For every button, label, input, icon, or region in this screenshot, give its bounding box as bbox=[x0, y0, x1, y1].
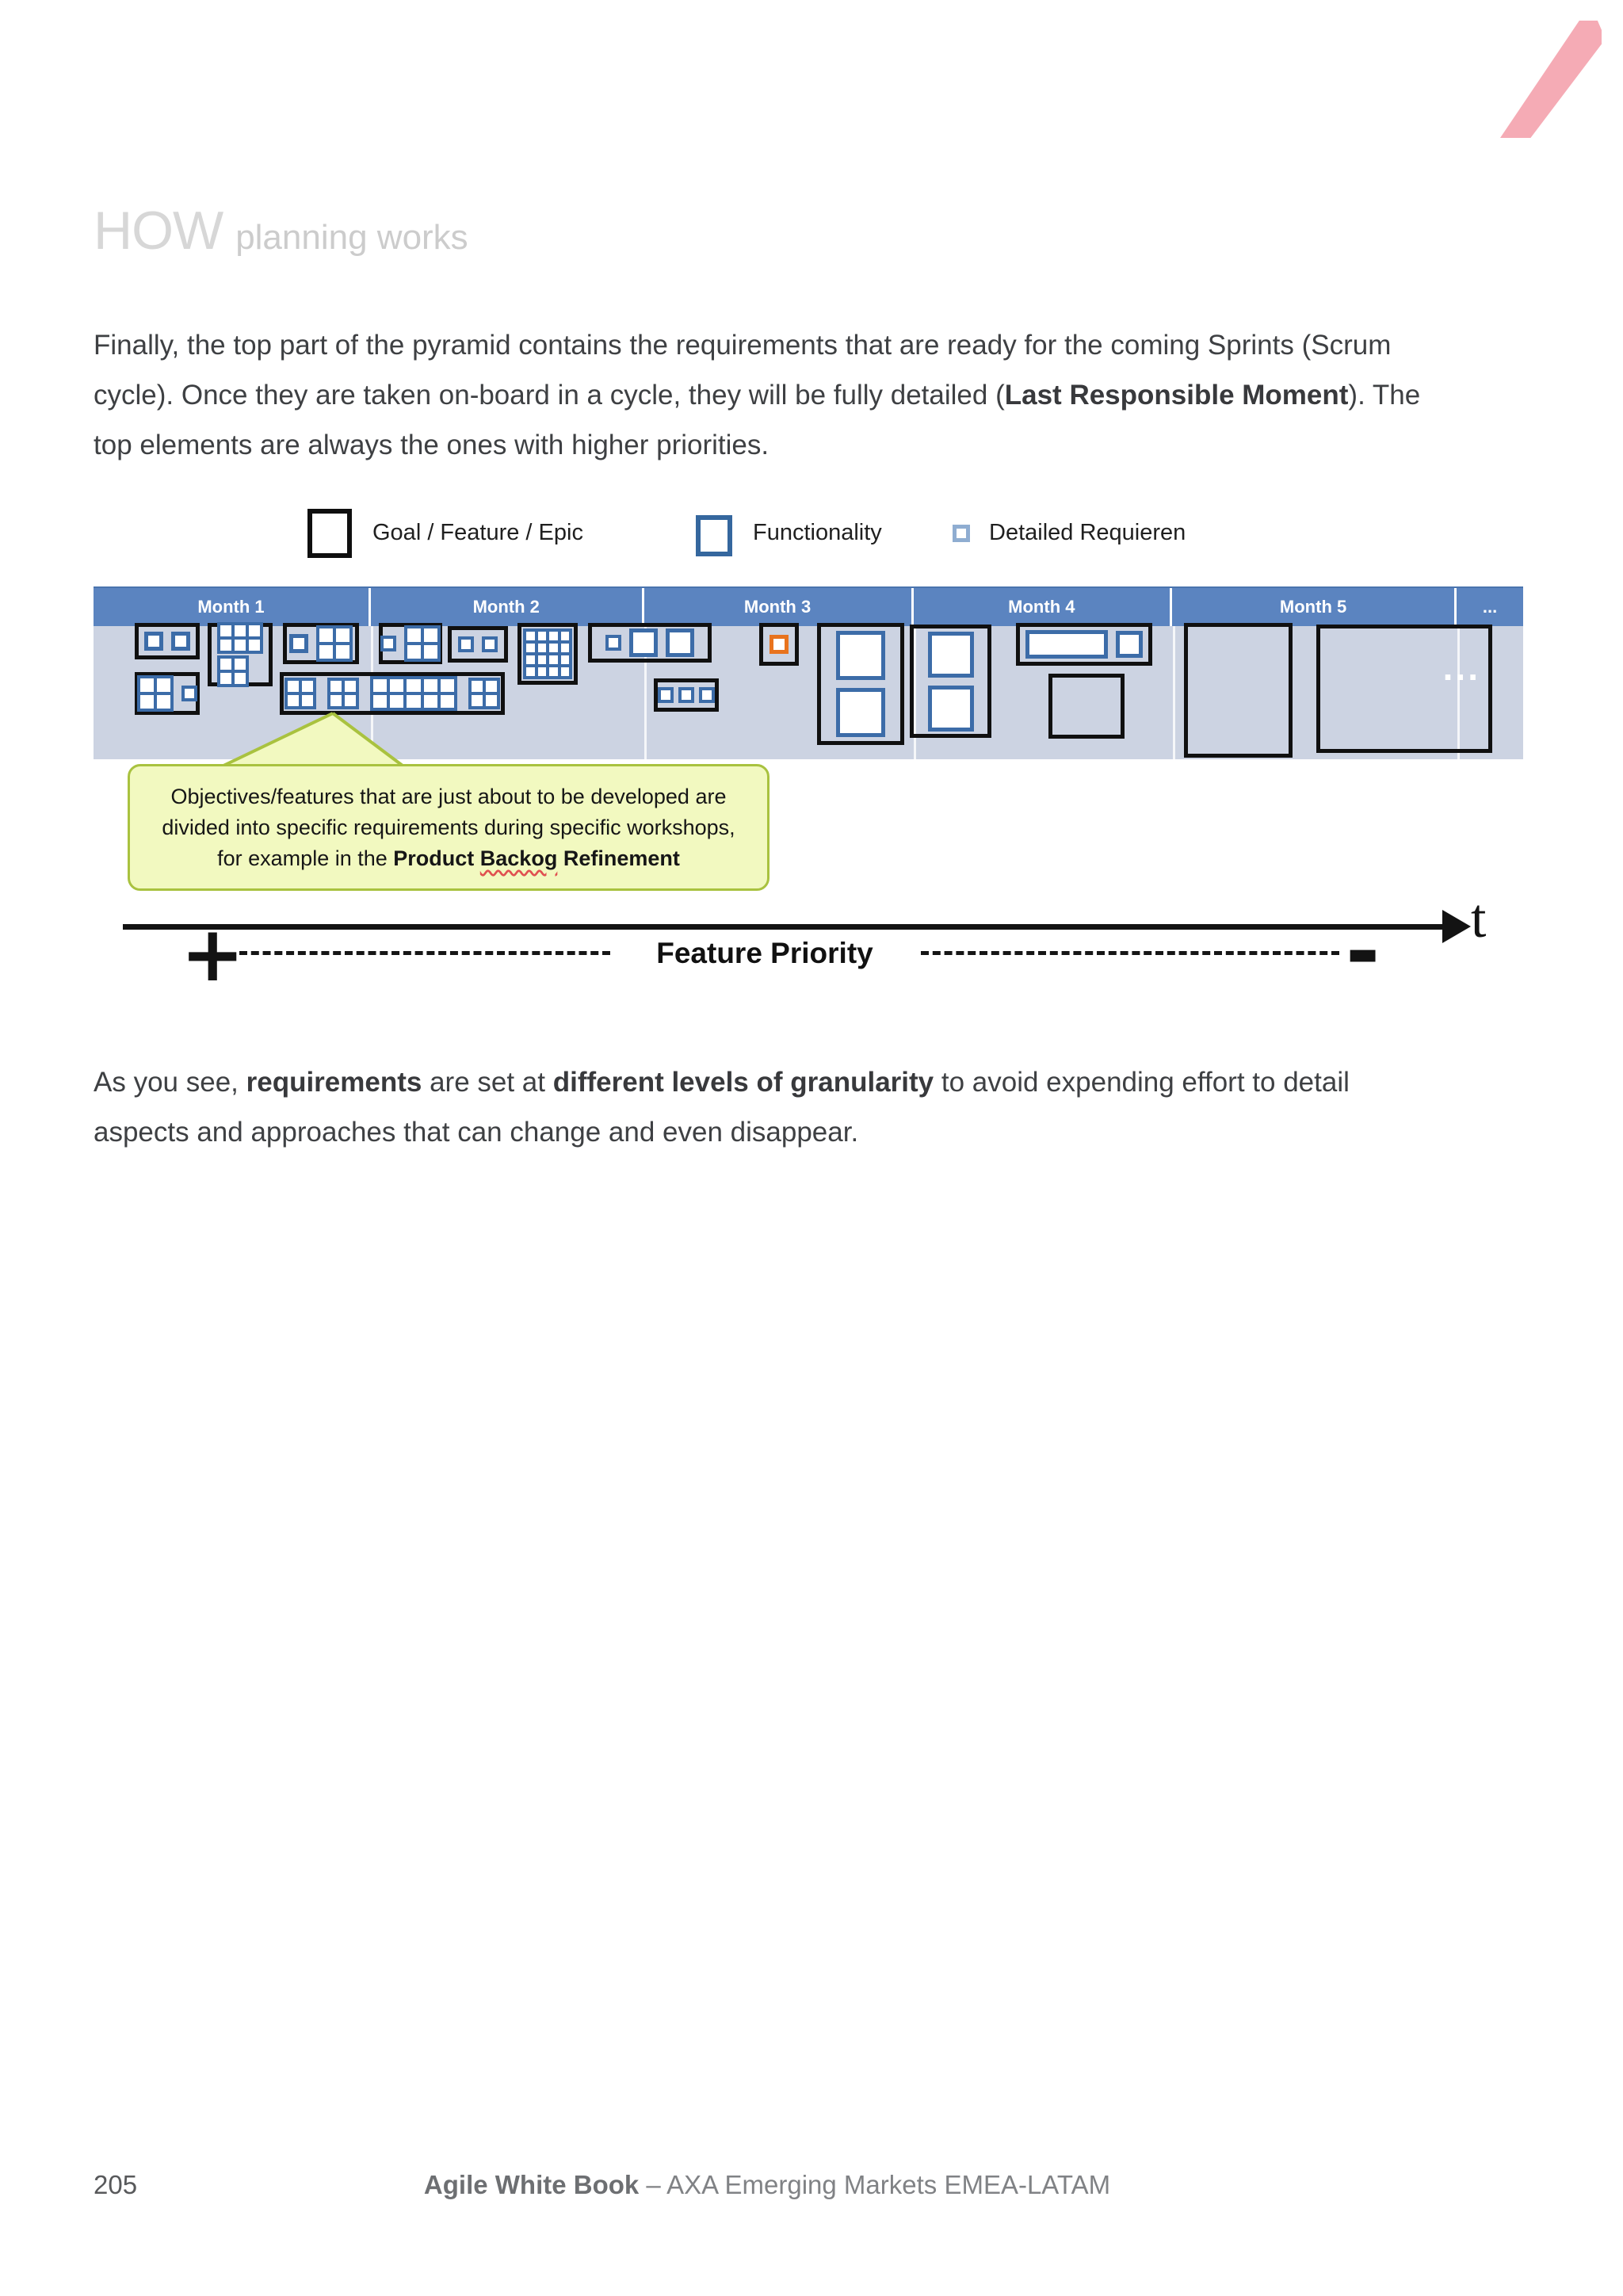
legend-functionality-label: Functionality bbox=[753, 520, 882, 545]
legend-goal-epic-swatch bbox=[307, 509, 352, 558]
month-separator bbox=[644, 626, 647, 759]
summary-bold-granularity: different levels of granularity bbox=[552, 1067, 934, 1098]
detailed-requirement-square bbox=[458, 636, 474, 652]
month-separator bbox=[1457, 626, 1460, 759]
detailed-requirement-square bbox=[658, 687, 674, 703]
time-axis-line bbox=[123, 924, 1453, 930]
epic-box bbox=[588, 623, 712, 663]
detailed-requirement-square bbox=[678, 687, 694, 703]
intro-paragraph: Finally, the top part of the pyramid con… bbox=[94, 320, 1445, 470]
summary-text-3: to avoid expending effort to detail aspe… bbox=[94, 1067, 1350, 1148]
functionality-square bbox=[666, 628, 694, 657]
time-axis-t-label: t bbox=[1471, 888, 1487, 949]
corner-slash-decoration bbox=[1500, 21, 1602, 138]
callout-misspelled-backog: Backog bbox=[479, 846, 558, 870]
footer-text: Agile White Book – AXA Emerging Markets … bbox=[94, 2170, 1441, 2200]
detailed-requirement-square bbox=[144, 632, 163, 651]
month-2-header: Month 2 bbox=[371, 588, 644, 626]
detailed-requirement-square bbox=[699, 687, 715, 703]
month-3-header: Month 3 bbox=[644, 588, 914, 626]
legend-detailed-requirement-label: Detailed Requieren bbox=[989, 520, 1186, 545]
requirement-grid bbox=[327, 678, 359, 709]
month-1-header: Month 1 bbox=[94, 588, 371, 626]
functionality-square bbox=[1116, 631, 1143, 658]
detailed-requirement-square bbox=[482, 636, 498, 652]
highlighted-requirement-square bbox=[769, 635, 789, 654]
epic-box-highlighted bbox=[759, 623, 799, 666]
callout-bold-product: Product bbox=[393, 846, 480, 870]
month-5-header: Month 5 bbox=[1172, 588, 1457, 626]
epic-box-empty bbox=[1184, 623, 1293, 758]
legend-detailed-requirement-swatch bbox=[953, 525, 970, 542]
detailed-requirement-square bbox=[380, 636, 396, 651]
epic-box-wide bbox=[280, 672, 505, 715]
epic-box-empty bbox=[1048, 674, 1125, 739]
requirement-grid bbox=[523, 628, 572, 679]
epic-box bbox=[1016, 623, 1152, 666]
epic-box bbox=[517, 623, 578, 685]
legend-goal-epic-label: Goal / Feature / Epic bbox=[372, 520, 583, 545]
intro-text-1: Finally, the top part of the pyramid con… bbox=[94, 330, 1392, 411]
summary-text-1: As you see, bbox=[94, 1067, 246, 1098]
month-4-header: Month 4 bbox=[914, 588, 1173, 626]
epic-box bbox=[448, 626, 508, 663]
functionality-square bbox=[836, 631, 885, 680]
requirement-grid bbox=[316, 625, 353, 662]
functionality-square bbox=[927, 685, 974, 732]
detailed-requirement-square bbox=[289, 634, 308, 653]
months-more-header: ... bbox=[1482, 597, 1498, 617]
intro-text-2: ). The top elements are always the ones … bbox=[94, 380, 1421, 460]
functionality-square bbox=[629, 628, 658, 657]
priority-minus-sign: - bbox=[1346, 903, 1381, 999]
priority-dashed-line-right bbox=[921, 951, 1339, 955]
requirement-grid bbox=[137, 675, 174, 712]
epic-box bbox=[379, 623, 442, 664]
epic-box-tall bbox=[910, 625, 991, 738]
page-title: HOW planning works bbox=[94, 200, 468, 262]
callout-pointer bbox=[223, 712, 404, 767]
months-header-bar: Month 1 Month 2 Month 3 Month 4 Month 5 … bbox=[94, 586, 1523, 626]
epic-box bbox=[208, 622, 273, 687]
requirement-grid bbox=[370, 676, 457, 711]
summary-bold-requirements: requirements bbox=[246, 1067, 422, 1098]
month-separator bbox=[1173, 626, 1175, 759]
summary-paragraph: As you see, requirements are set at diff… bbox=[94, 1057, 1445, 1157]
epic-box bbox=[135, 672, 200, 715]
summary-text-2: are set at bbox=[422, 1067, 553, 1098]
feature-priority-label: Feature Priority bbox=[656, 937, 873, 969]
footer-rest: – AXA Emerging Markets EMEA-LATAM bbox=[639, 2170, 1111, 2199]
requirement-grid bbox=[468, 678, 500, 709]
detailed-requirement-square bbox=[605, 635, 621, 651]
epic-box-empty: ... bbox=[1316, 625, 1492, 753]
ellipsis-dots: ... bbox=[1442, 647, 1480, 688]
requirement-grid bbox=[404, 625, 441, 662]
legend-functionality-swatch bbox=[696, 515, 732, 556]
page-title-how: HOW bbox=[94, 201, 223, 261]
intro-bold-last-responsible-moment: Last Responsible Moment bbox=[1004, 380, 1349, 411]
epic-box-tall bbox=[817, 623, 904, 745]
detailed-requirement-square bbox=[171, 632, 190, 651]
page-title-subtitle: planning works bbox=[235, 218, 468, 257]
requirement-grid bbox=[217, 622, 263, 687]
month-separator bbox=[914, 626, 916, 759]
callout-text: Objectives/features that are just about … bbox=[162, 784, 735, 870]
functionality-square bbox=[927, 631, 974, 678]
callout-bold-refinement: Refinement bbox=[557, 846, 680, 870]
epic-box bbox=[283, 623, 359, 664]
epic-box bbox=[135, 623, 200, 659]
time-axis-arrowhead bbox=[1442, 910, 1471, 943]
page-number: 205 bbox=[94, 2170, 138, 2199]
requirement-grid bbox=[285, 678, 316, 709]
epic-box bbox=[654, 678, 719, 712]
functionality-square bbox=[836, 688, 885, 737]
priority-dashed-line-left bbox=[239, 951, 610, 955]
callout-note: Objectives/features that are just about … bbox=[128, 764, 769, 891]
functionality-rectangle bbox=[1025, 630, 1108, 659]
detailed-requirement-square bbox=[181, 686, 197, 701]
footer-book-title: Agile White Book bbox=[423, 2170, 640, 2199]
priority-plus-sign: + bbox=[181, 910, 245, 999]
